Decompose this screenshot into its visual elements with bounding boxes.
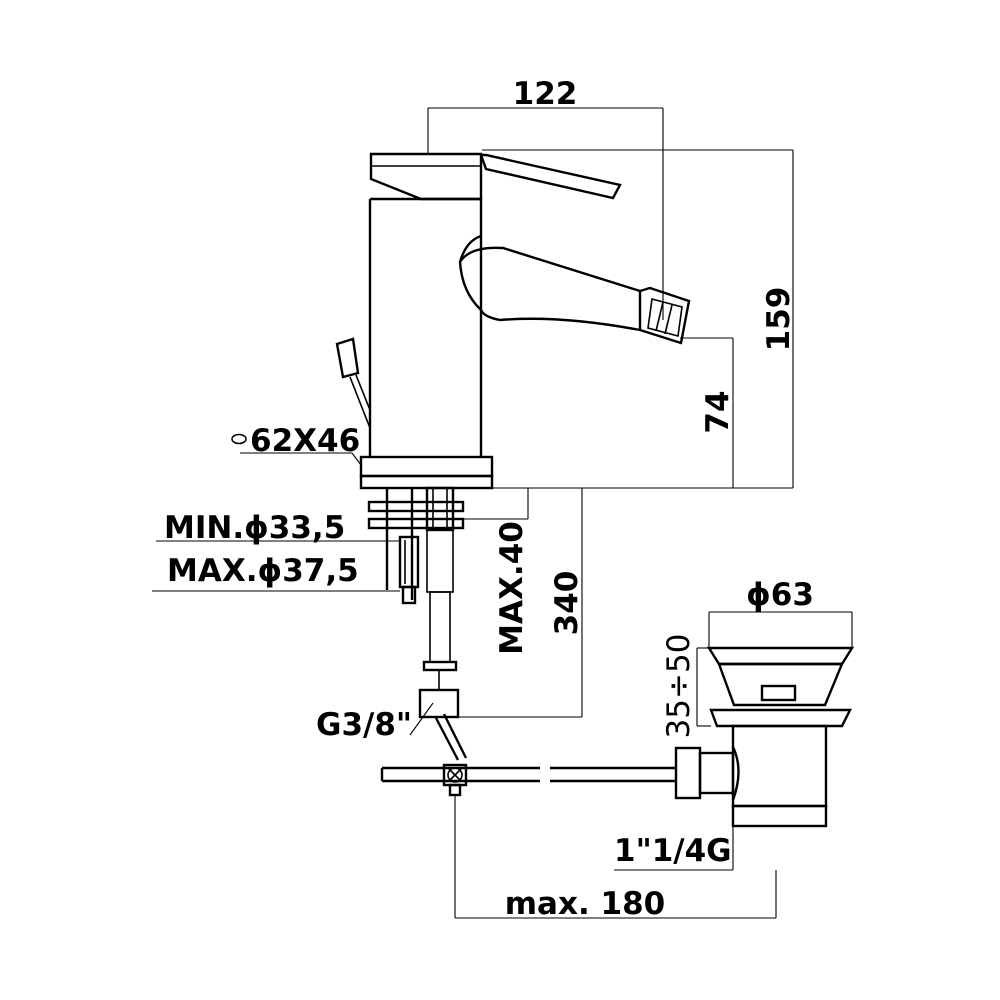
dim-drain-range: 35÷50	[661, 634, 697, 739]
dim-rod-max: max. 180	[505, 886, 666, 922]
mounting-hardware	[367, 488, 465, 605]
dimension-lines	[152, 107, 853, 919]
oval-icon	[231, 433, 247, 445]
dim-drain-thread: 1"1/4G	[614, 833, 732, 869]
faucet-body	[335, 152, 691, 490]
dim-hose-length: 340	[549, 571, 585, 636]
dim-drain-diameter: ϕ63	[746, 577, 814, 613]
dim-deck-max: MAX.40	[494, 521, 530, 655]
dim-hole-max: MAX.ϕ37,5	[167, 553, 359, 589]
dim-width-top: 122	[513, 76, 578, 112]
dim-base-oval: 62X46	[250, 423, 360, 459]
drain-assembly	[674, 646, 855, 828]
dim-hole-min: MIN.ϕ33,5	[164, 510, 345, 546]
dim-height-total: 159	[761, 287, 797, 352]
braided-hose	[418, 486, 460, 719]
dim-hose-thread: G3/8"	[316, 707, 412, 743]
popup-linkage	[380, 713, 676, 797]
dim-spout-height: 74	[700, 390, 736, 433]
